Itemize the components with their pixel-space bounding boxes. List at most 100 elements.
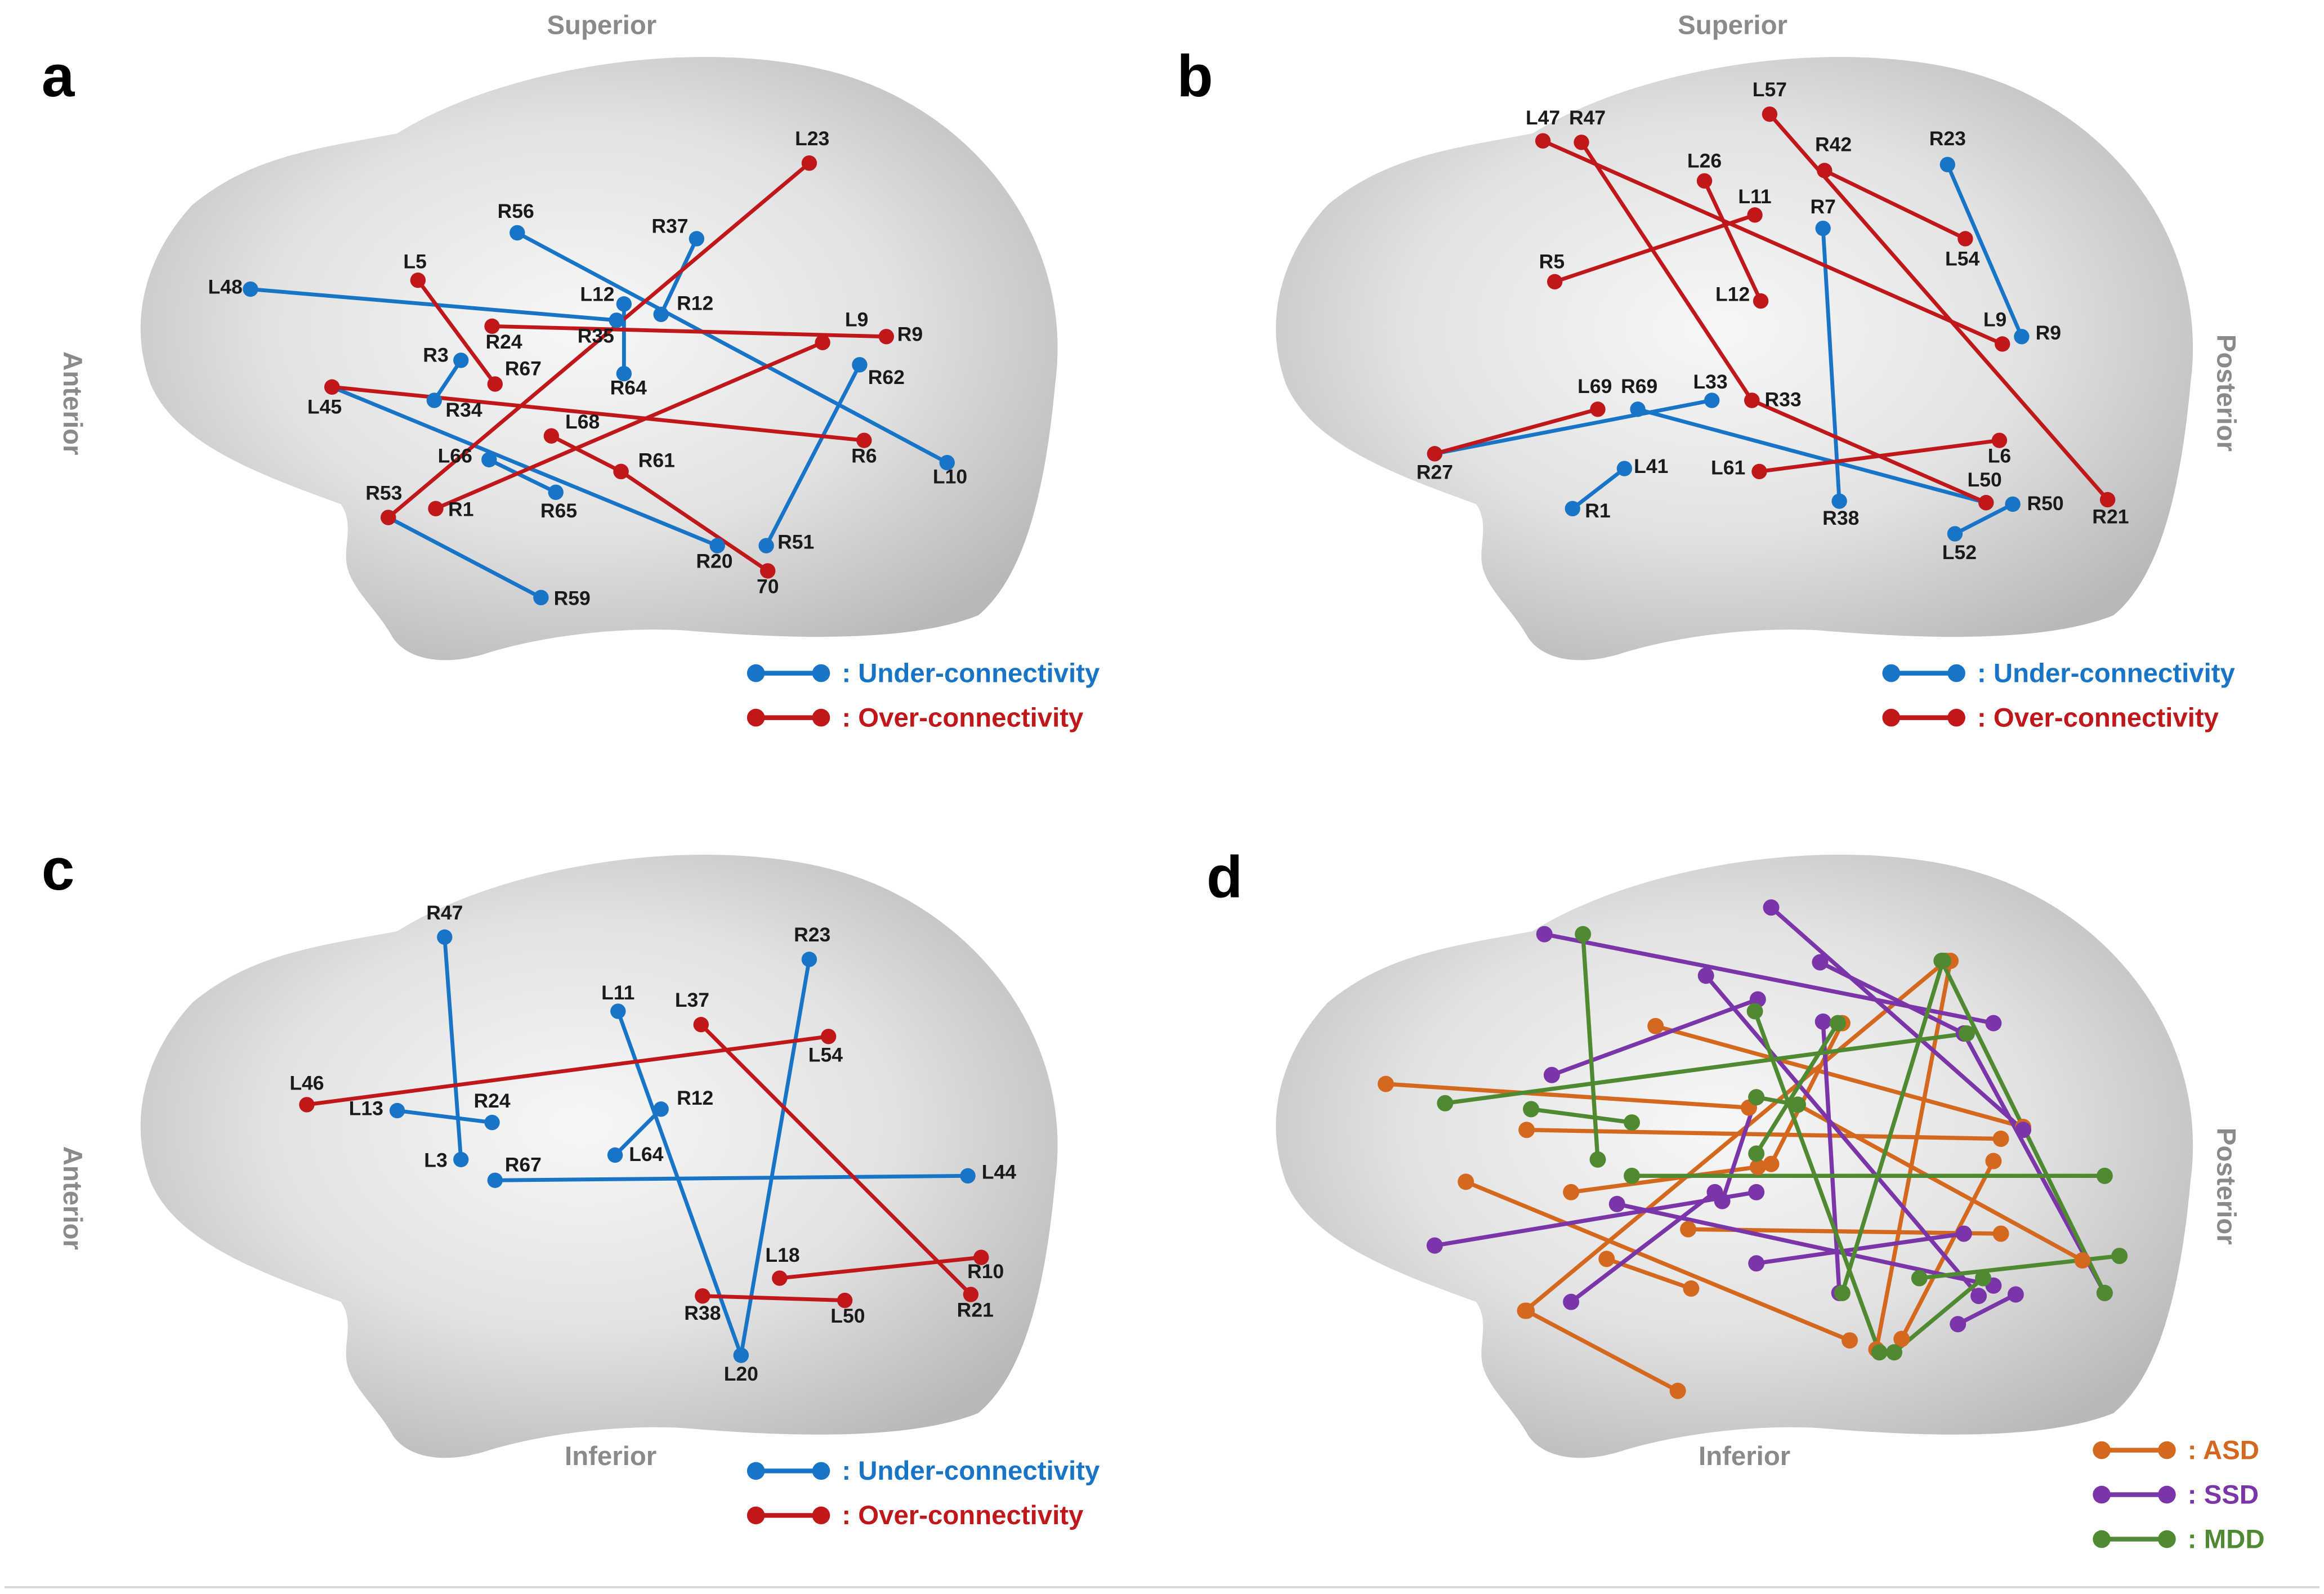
orientation-superior: Superior	[547, 11, 656, 41]
node-a-L68	[543, 428, 560, 444]
legend-swatch-dot	[747, 1506, 765, 1525]
node-d-ssd-20-b	[1955, 1225, 1972, 1242]
bottom-divider	[5, 1586, 2319, 1588]
node-label-a-R24: R24	[486, 331, 522, 353]
node-a-R12	[653, 306, 669, 322]
edge-d-ssd-15	[1769, 905, 2025, 1132]
node-d-ssd-15-b	[2015, 1122, 2032, 1138]
edge-b-R47-R33	[1580, 141, 1754, 401]
node-b-R9	[2014, 329, 2030, 345]
node-label-a-R37: R37	[651, 215, 688, 237]
node-label-c-L44: L44	[982, 1161, 1016, 1184]
node-a-R24	[484, 318, 500, 334]
node-label-b-L33: L33	[1693, 370, 1727, 393]
edge-c-R47-L3	[443, 937, 463, 1160]
node-b-L47	[1535, 133, 1551, 149]
edge-b-L11-R5	[1554, 213, 1756, 284]
panel-letter-c: c	[42, 837, 75, 903]
node-a-R1	[428, 501, 444, 516]
edge-d-mdd-29	[1445, 1031, 1968, 1105]
node-label-b-R27: R27	[1416, 461, 1453, 484]
node-label-c-R23: R23	[794, 923, 830, 946]
node-d-mdd-29-a	[1437, 1095, 1454, 1111]
node-a-R61	[613, 463, 629, 480]
edge-d-asd-4	[1465, 1180, 1851, 1343]
node-label-b-R9: R9	[2036, 322, 2061, 344]
node-d-mdd-30-b	[1624, 1114, 1641, 1131]
legend-swatch-dot	[747, 708, 765, 727]
edge-b-R7-R38	[1821, 228, 1842, 502]
node-label-a-R59: R59	[554, 587, 591, 609]
node-label-b-R69: R69	[1621, 375, 1657, 398]
edge-a-L45-R6	[332, 385, 865, 443]
legend-swatch-dot	[1947, 664, 1965, 682]
node-label-b-R7: R7	[1810, 195, 1835, 218]
node-label-a-L68: L68	[565, 410, 600, 433]
edge-a-L45-R20	[331, 385, 718, 548]
brain-silhouette-b	[1276, 57, 2193, 660]
edge-d-mdd-30	[1531, 1107, 1633, 1125]
node-d-asd-6-b	[1992, 1225, 2009, 1242]
legend-under-b: : Under-connectivity	[1882, 658, 2236, 688]
node-d-asd-5-a	[1563, 1184, 1580, 1200]
node-c-R67	[487, 1172, 503, 1188]
node-d-ssd-13-a	[1536, 926, 1553, 943]
node-label-b-R38: R38	[1822, 507, 1859, 529]
node-label-c-L64: L64	[629, 1143, 663, 1166]
node-label-b-L11: L11	[1738, 185, 1771, 208]
legend-swatch-dot	[812, 664, 830, 682]
legend-swatch-dot	[2158, 1441, 2176, 1459]
node-d-mdd-32-a	[1830, 1015, 1846, 1032]
node-label-a-R53: R53	[365, 481, 402, 504]
node-label-c-R12: R12	[677, 1087, 713, 1109]
node-d-ssd-16-a	[1812, 954, 1829, 971]
node-a-70	[760, 563, 776, 579]
node-label-b-L52: L52	[1942, 541, 1977, 564]
legend-over-c: : Over-connectivity	[747, 1501, 1084, 1530]
node-d-ssd-18-a	[1426, 1237, 1443, 1254]
node-d-ssd-21-a	[1608, 1195, 1625, 1212]
node-d-mdd-31-b	[2096, 1167, 2113, 1184]
node-b-L57	[1762, 106, 1778, 122]
node-b-R21	[2099, 492, 2116, 508]
node-d-asd-6-a	[1680, 1221, 1697, 1238]
edge-b-R42-R54	[1824, 168, 1967, 241]
node-d-mdd-31-a	[1624, 1167, 1641, 1184]
node-label-a-L10: L10	[933, 466, 967, 488]
node-label-b-L54: L54	[1945, 247, 1979, 270]
node-d-mdd-27-a	[1746, 1003, 1763, 1020]
node-label-a-R64: R64	[610, 377, 647, 399]
edge-a-L48-R35	[250, 287, 617, 323]
legend-swatch-dot	[812, 1506, 830, 1525]
edge-a-R56-L10	[516, 231, 948, 465]
legend-label-mdd: : MDD	[2188, 1524, 2265, 1554]
edge-c-R12-L64	[614, 1108, 663, 1157]
node-label-c-L13: L13	[349, 1097, 383, 1119]
node-label-a-R56: R56	[498, 200, 534, 222]
node-d-mdd-26-b	[1589, 1151, 1606, 1168]
edge-d-ssd-21	[1616, 1202, 1994, 1288]
node-d-asd-7-b	[1683, 1280, 1700, 1297]
node-d-asd-9-b	[1763, 1155, 1780, 1172]
node-label-b-R42: R42	[1815, 133, 1852, 156]
node-a-L23	[801, 155, 817, 171]
edge-b-R33-L50	[1751, 398, 1987, 504]
node-a-L12	[616, 296, 632, 312]
legend-swatch-dot	[2093, 1441, 2111, 1459]
node-c-L54	[820, 1029, 837, 1044]
legend-label-under: : Under-connectivity	[1977, 658, 2236, 688]
edge-d-ssd-14	[1704, 974, 1981, 1298]
edge-d-asd-11	[1900, 1160, 1996, 1340]
node-a-R65	[548, 484, 564, 501]
node-label-b-L69: L69	[1577, 375, 1612, 398]
node-c-L18	[772, 1270, 788, 1286]
legend-swatch-dot	[1882, 708, 1901, 727]
legend-over-b: : Over-connectivity	[1882, 703, 2219, 733]
node-label-b-R21: R21	[2092, 506, 2129, 528]
edge-b-L41-R1	[1571, 467, 1626, 510]
edge-a-L66-R65	[488, 458, 557, 494]
node-b-L26	[1696, 173, 1713, 189]
node-d-ssd-20-a	[1748, 1255, 1765, 1272]
brain-silhouette-d	[1276, 854, 2193, 1458]
node-b-L61	[1751, 463, 1767, 480]
